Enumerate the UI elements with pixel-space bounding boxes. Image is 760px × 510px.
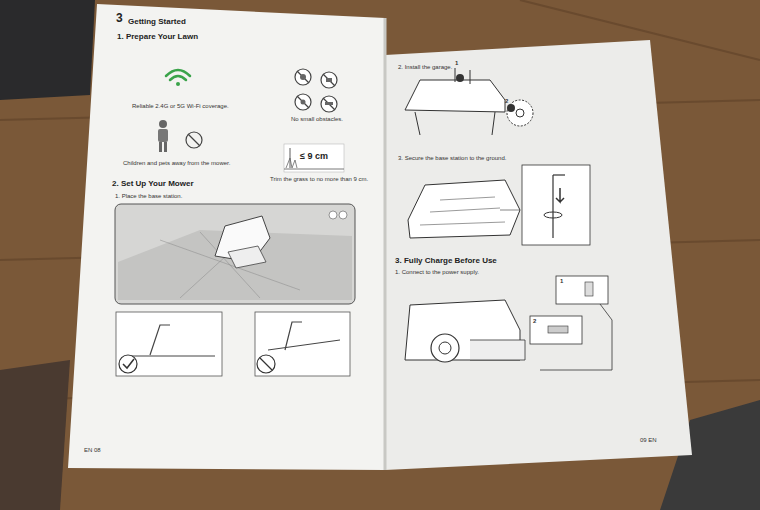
instruction-text: 3. Secure the base station to the ground… (398, 155, 506, 162)
callout-number: 1 (560, 278, 563, 285)
section-title: Getting Started (128, 18, 186, 27)
page-number: 09 EN (640, 437, 657, 444)
callout-number: 1 (455, 60, 458, 67)
instruction-text: No small obstacles. (291, 116, 343, 123)
page-number: EN 08 (84, 447, 101, 454)
section-number: 3 (116, 12, 123, 25)
callout-number: 2 (533, 318, 536, 325)
instruction-text: 2. Install the garage. (398, 64, 452, 71)
step-heading: 2. Set Up Your Mower (112, 180, 194, 189)
callout-number: 2 (505, 98, 508, 105)
instruction-text: Reliable 2.4G or 5G Wi-Fi coverage. (132, 103, 229, 110)
instruction-text: 1. Connect to the power supply. (395, 269, 479, 276)
instruction-text: 1. Place the base station. (115, 193, 182, 200)
instruction-text: Trim the grass to no more than 9 cm. (270, 176, 368, 183)
step-heading: 3. Fully Charge Before Use (395, 257, 497, 266)
instruction-text: Children and pets away from the mower. (123, 160, 230, 167)
dimension: ≤ 9 cm (300, 152, 328, 162)
step-heading: 1. Prepare Your Lawn (117, 33, 198, 42)
